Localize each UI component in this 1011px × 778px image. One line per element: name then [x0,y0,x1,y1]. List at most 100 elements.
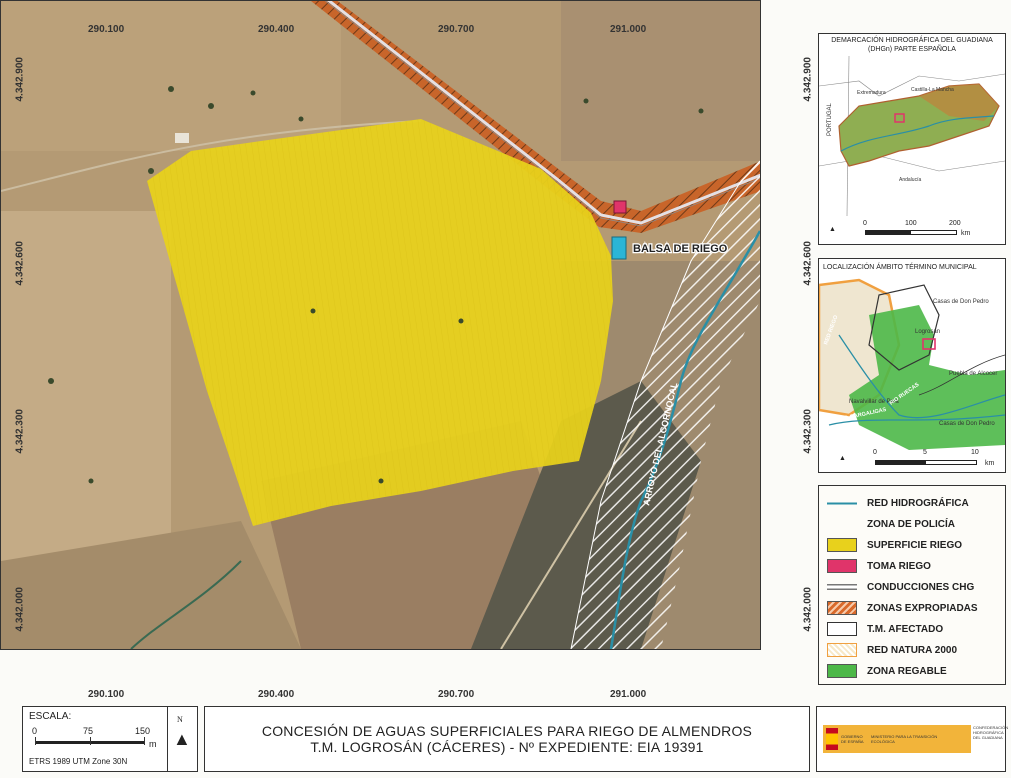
scale-unit: m [149,739,157,749]
coord-bottom-3: 290.700 [438,689,475,700]
legend-item: ZONAS EXPROPIADAS [827,599,978,617]
svg-text:Puebla de Alcocer: Puebla de Alcocer [949,371,997,377]
toma-riego [613,200,627,214]
coord-left-3: 4.342.300 [14,409,26,454]
svg-text:Casas de Don Pedro: Casas de Don Pedro [939,421,995,427]
police-zone-outline [570,160,760,649]
inset-guadiana-scalebar: ▲ 0 100 200 km [829,220,971,237]
svg-text:Castilla-La Mancha: Castilla-La Mancha [911,87,954,93]
legend-swatch [827,622,857,636]
title-box: CONCESIÓN DE AGUAS SUPERFICIALES PARA RI… [204,706,810,772]
legend-label: ZONA REGABLE [867,665,947,677]
spain-flag-icon [826,728,838,750]
coord-top-4: 291.000 [610,24,647,35]
coord-left-2: 4.342.600 [14,241,26,286]
title-line-2: T.M. LOGROSÁN (CÁCERES) - Nº EXPEDIENTE:… [310,739,704,755]
conduccion-chg-edge [324,1,760,227]
irrigation-surface-texture [147,119,613,526]
farm-building [175,133,189,143]
legend-swatch [827,496,857,510]
north-label: N [177,715,183,724]
legend-item: SUPERFICIE RIEGO [827,536,962,554]
logo-ministry-text: MINISTERIO PARA LA TRANSICIÓN ECOLÓGICA [871,734,938,744]
legend-swatch [827,538,857,552]
legend-label: CONDUCCIONES CHG [867,581,975,593]
legend-swatch [827,601,857,615]
legend-label: ZONAS EXPROPIADAS [867,602,978,614]
scale-tick-0: 0 [32,726,38,736]
north-arrow-icon: ▲ [829,226,836,233]
svg-text:Logrosán: Logrosán [915,329,940,335]
legend-item: CONDUCCIONES CHG [827,578,974,596]
coord-top-1: 290.100 [88,24,125,35]
inset-guadiana-title: DEMARCACIÓN HIDROGRÁFICA DEL GUADIANA (D… [831,37,993,53]
legend-item: ZONA DE POLICÍA [827,515,955,533]
stream-arroyo [609,230,760,649]
logo-gov-text: GOBIERNO DE ESPAÑA [841,734,864,744]
dirt-road [1,120,422,192]
legend-item: TOMA RIEGO [827,557,931,575]
svg-text:Navalvillar de Pela: Navalvillar de Pela [849,399,899,405]
main-map-canvas: BALSA DE RIEGO ARROYO DEL ALCORNOCAL [1,1,760,649]
coord-top-2: 290.400 [258,24,295,35]
tm-afectado [868,284,940,371]
main-map[interactable]: BALSA DE RIEGO ARROYO DEL ALCORNOCAL [0,0,761,650]
legend-swatch [827,643,857,657]
svg-text:Extremadura: Extremadura [857,90,886,96]
inset-municipal-map: Casas de Don Pedro Logrosán Puebla de Al… [819,275,1005,451]
legend-item: T.M. AFECTADO [827,620,943,638]
terrain-patch-nw [1,1,341,151]
conduccion-chg [326,1,760,225]
inset-guadiana: DEMARCACIÓN HIDROGRÁFICA DEL GUADIANA (D… [818,33,1006,245]
coord-bottom-2: 290.400 [258,689,295,700]
svg-text:Casas de Don Pedro: Casas de Don Pedro [933,299,989,305]
legend-label: RED HIDROGRÁFICA [867,497,969,509]
legend-swatch [827,580,857,594]
coord-right-2: 4.342.600 [802,241,814,286]
inset-guadiana-map: Extremadura Castilla-La Mancha Andalucía… [819,56,1005,220]
scale-crs: ETRS 1989 UTM Zone 30N [29,757,128,766]
legend-swatch [827,664,857,678]
logo-box: GOBIERNO DE ESPAÑA MINISTERIO PARA LA TR… [816,706,1008,772]
inset-municipal-scalebar: ▲ 0 5 10 km [825,449,1001,469]
label-balsa-riego: BALSA DE RIEGO [633,243,728,255]
legend-item: ZONA REGABLE [827,662,947,680]
scale-tick-75: 75 [83,726,94,736]
scale-box: ESCALA: 0 75 150 m ETRS 1989 UTM Zone 30… [22,706,198,772]
legend-label: T.M. AFECTADO [867,623,944,635]
scale-tick-150: 150 [135,726,151,736]
police-zone [571,161,760,649]
terrain-patch-sw [1,521,301,649]
balsa-riego [611,236,627,260]
expropiated-corridor [311,1,760,233]
legend-label: TOMA RIEGO [867,560,931,572]
inset-municipal: LOCALIZACIÓN ÁMBITO TÉRMINO MUNICIPAL Ca… [818,258,1006,473]
terrain-patch-ne [561,1,760,161]
coord-top-3: 290.700 [438,24,475,35]
guadiana-location-marker [894,113,905,123]
coord-right-4: 4.342.000 [802,587,814,632]
legend-label: RED NATURA 2000 [867,644,958,656]
zona-regable-area [849,305,1005,450]
scale-north-divider [167,707,168,771]
coord-right-1: 4.342.900 [802,57,814,102]
title-line-1: CONCESIÓN DE AGUAS SUPERFICIALES PARA RI… [261,723,753,739]
scale-title: ESCALA: [29,711,72,722]
legend: RED HIDROGRÁFICA ZONA DE POLICÍA SUPERFICI… [818,485,1006,685]
legend-item: RED NATURA 2000 [827,641,957,659]
legend-swatch [827,559,857,573]
coord-right-3: 4.342.300 [802,409,814,454]
legend-label: SUPERFICIE RIEGO [867,539,963,551]
svg-text:PORTUGAL: PORTUGAL [827,102,833,136]
legend-label: ZONA DE POLICÍA [867,518,955,530]
legend-swatch [827,517,857,531]
stream-tributary [130,560,242,649]
legend-item: RED HIDROGRÁFICA [827,494,969,512]
inset-municipal-title: LOCALIZACIÓN ÁMBITO TÉRMINO MUNICIPAL [823,264,977,271]
north-arrow-icon: ▲ [173,729,191,749]
coord-bottom-1: 290.100 [88,689,125,700]
coord-bottom-4: 291.000 [610,689,647,700]
municipal-location-marker [922,338,936,350]
north-arrow-icon: ▲ [839,455,846,462]
trees [48,86,704,484]
